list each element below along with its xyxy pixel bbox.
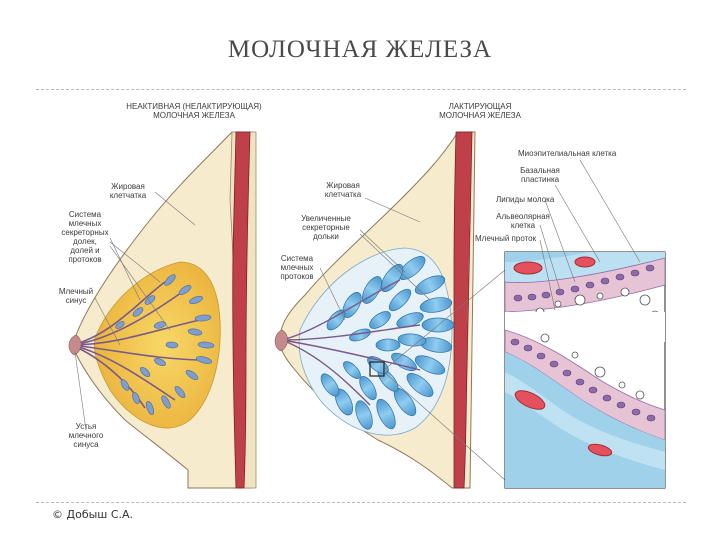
slide-title: МОЛОЧНАЯ ЖЕЛЕЗА bbox=[227, 36, 493, 63]
inactive-duct-system-label: Система млечных секреторных долек, долей… bbox=[61, 210, 109, 264]
lactating-duct-system-label: Система млечных протоков bbox=[280, 254, 314, 281]
lactating-leader-lines bbox=[319, 197, 506, 481]
myoepithelial-cell-label: Миоэпителиальная клетка bbox=[518, 149, 617, 158]
lactating-duct-branches bbox=[281, 279, 421, 406]
footer-divider bbox=[36, 502, 686, 503]
inactive-fat-tissue-label: Жировая клетчатка bbox=[109, 182, 147, 200]
alveolar-cell-label: Альвеолярная клетка bbox=[496, 212, 550, 230]
lactating-enlarged-lobules-label: Увеличенные секреторные дольки bbox=[301, 214, 351, 241]
lactating-lobules bbox=[320, 256, 455, 430]
lactating-breast-diagram bbox=[274, 131, 506, 489]
inset-leader-lines bbox=[539, 159, 641, 311]
inactive-lobules bbox=[115, 274, 215, 415]
milk-duct-label: Млечный проток bbox=[475, 234, 537, 243]
basal-lamina-label: Базальная пластинка bbox=[520, 166, 560, 184]
inactive-breast-diagram bbox=[68, 131, 257, 489]
inactive-sinus-mouth-label: Устья млечного синуса bbox=[68, 422, 104, 449]
lactating-heading: ЛАКТИРУЮЩАЯ МОЛОЧНАЯ ЖЕЛЕЗА bbox=[439, 102, 521, 120]
inactive-heading: НЕАКТИВНАЯ (НЕЛАКТИРУЮЩАЯ) МОЛОЧНАЯ ЖЕЛЕ… bbox=[126, 102, 262, 120]
inactive-nipple bbox=[68, 334, 82, 356]
inactive-leader-lines bbox=[74, 191, 196, 431]
inactive-duct-branches bbox=[71, 281, 206, 409]
alveolus-magnified-inset bbox=[504, 159, 666, 489]
milk-lipids-label: Липиды молока bbox=[496, 195, 555, 204]
lactating-fat-tissue-label: Жировая клетчатка bbox=[324, 181, 362, 199]
inactive-pectoral-muscle bbox=[232, 131, 251, 489]
lactating-pectoral-muscle bbox=[453, 131, 473, 489]
lactating-nipple bbox=[274, 329, 288, 352]
magnified-region-marker bbox=[369, 361, 385, 377]
inactive-milk-sinus-label: Млечный синус bbox=[58, 287, 94, 305]
title-divider bbox=[36, 89, 686, 90]
copyright-text: © Добыш С.А. bbox=[52, 508, 134, 521]
